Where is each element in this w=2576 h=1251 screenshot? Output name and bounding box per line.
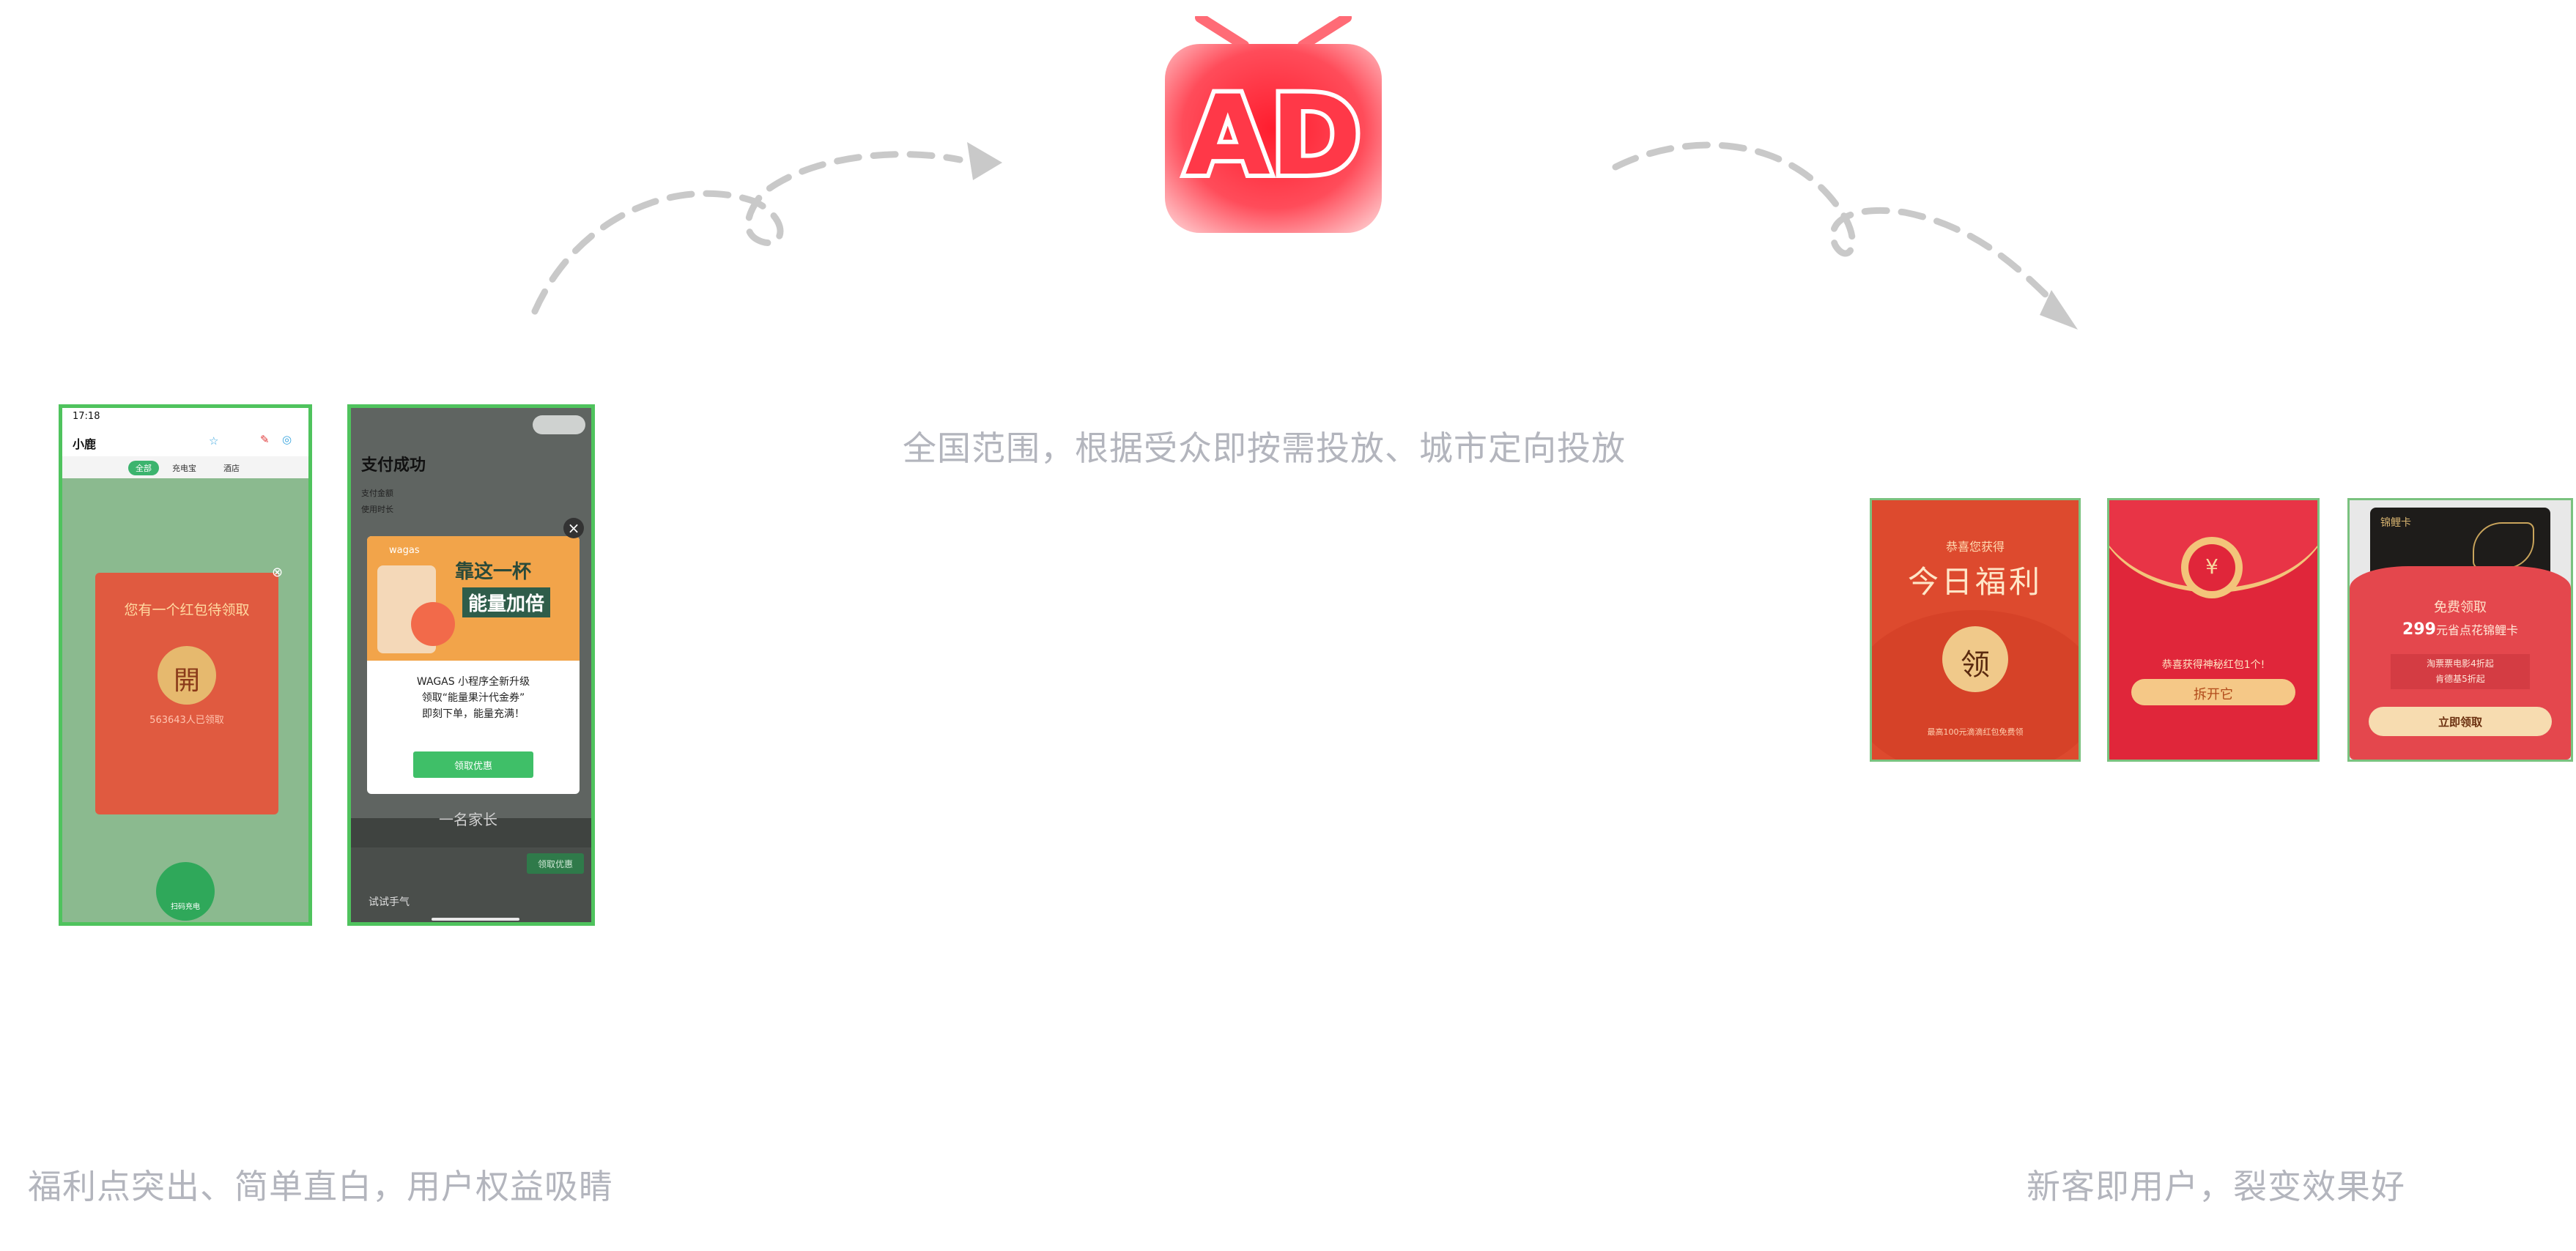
card3-benefit2: 肯德基5折起 <box>2435 674 2485 684</box>
ad-popup[interactable]: wagas 靠这一杯 能量加倍 WAGAS 小程序全新升级 领取“能量果汁代金券… <box>367 536 580 794</box>
red-packet-popup[interactable]: 您有一个红包待领取 開 563643人已领取 <box>95 573 278 814</box>
card3-amount-suffix: 元省点花锦鲤卡 <box>2435 623 2518 637</box>
card1-footer: 最高100元滴滴红包免费领 <box>1927 727 2024 737</box>
bottom-offer-label: 领取优惠 <box>537 859 573 869</box>
card3-benefit1: 淘票票电影4折起 <box>2427 658 2494 669</box>
payment-row-duration: 使用时长 <box>361 505 393 514</box>
card3-claim-label: 立即领取 <box>2438 716 2482 729</box>
caption-bottom-left: 福利点突出、简单直白，用户权益吸睛 <box>28 1167 613 1206</box>
app-title: 小鹿 <box>73 437 97 451</box>
banner-line1: 靠这一杯 <box>455 561 532 583</box>
red-packet-card-mystery[interactable]: ¥ 恭喜获得神秘红包1个! 拆开它 <box>2107 498 2320 762</box>
home-indicator <box>432 918 519 921</box>
try-luck-label[interactable]: 试试手气 <box>369 897 410 908</box>
card2-seal-icon: ¥ <box>2181 537 2243 598</box>
status-time: 17:18 <box>73 411 100 422</box>
category-tabs: 全部 充电宝 酒店 <box>62 456 308 478</box>
card2-message: 恭喜获得神秘红包1个! <box>2161 659 2265 671</box>
claim-offer-button[interactable]: 领取优惠 <box>413 751 533 778</box>
ad-message-line3: 即刻下单，能量充满！ <box>422 708 525 720</box>
ad-logo-text: AD <box>1185 73 1362 200</box>
tab-hotel[interactable]: 酒店 <box>223 464 240 473</box>
target-icon[interactable]: ◎ <box>282 433 292 446</box>
right-dashed-arrow-path <box>1612 141 2062 311</box>
right-arrow-head-icon <box>2040 290 2078 330</box>
banner-line2: 能量加倍 <box>462 587 551 617</box>
tab-all[interactable]: 全部 <box>128 461 159 475</box>
bottom-parent-label: 一名家长 <box>439 811 497 828</box>
koi-fish-icon <box>2473 522 2534 569</box>
ad-close-glyph: × <box>567 519 580 537</box>
koi-card-label: 锦鲤卡 <box>2380 517 2411 529</box>
scan-charge-button[interactable]: 扫码充电 <box>156 862 215 921</box>
ad-brand: wagas <box>389 545 420 556</box>
claim-offer-label: 领取优惠 <box>454 761 492 772</box>
left-dashed-arrow-path <box>531 151 963 315</box>
scan-label: 扫码充电 <box>171 903 200 911</box>
card1-coin-char: 领 <box>1961 648 1990 682</box>
card2-open-button[interactable]: 拆开它 <box>2131 679 2295 705</box>
caption-top: 全国范围，根据受众即按需投放、城市定向投放 <box>903 428 1626 468</box>
capsule-menu[interactable] <box>533 415 585 434</box>
ad-message-line2: 领取“能量果汁代金券” <box>421 692 525 704</box>
caption-bottom-right: 新客即用户，裂变效果好 <box>2027 1167 2405 1206</box>
open-coin-char: 開 <box>173 666 200 696</box>
ad-message-line1: WAGAS 小程序全新升级 <box>416 676 530 688</box>
bottom-offer-button[interactable]: 领取优惠 <box>527 853 584 874</box>
ad-banner[interactable]: wagas 靠这一杯 能量加倍 <box>367 536 580 661</box>
card3-benefit-box: 淘票票电影4折起 肯德基5折起 <box>2391 654 2530 689</box>
card2-open-label: 拆开它 <box>2194 687 2233 702</box>
card3-amount: 299 <box>2402 620 2436 639</box>
status-bar: 17:18 <box>62 408 308 427</box>
ad-logo-icon: AD <box>1165 16 1382 233</box>
left-arrow-head-icon <box>967 142 1002 180</box>
card3-title: 免费领取 <box>2434 600 2487 615</box>
card1-coin-button[interactable]: 领 <box>1942 626 2008 692</box>
star-icon[interactable]: ☆ <box>209 434 219 448</box>
tab-power-bank[interactable]: 充电宝 <box>172 464 196 473</box>
open-coin-button[interactable]: 開 <box>158 646 216 705</box>
red-packet-card-koi[interactable]: 锦鲤卡 免费领取 299元省点花锦鲤卡 淘票票电影4折起 肯德基5折起 立即领取 <box>2347 498 2573 762</box>
popup-title: 您有一个红包待领取 <box>124 602 250 618</box>
red-packet-card-daily-welfare[interactable]: 恭喜您获得 今日福利 领 最高100元滴滴红包免费领 <box>1870 498 2081 762</box>
card1-title: 今日福利 <box>1907 564 2043 600</box>
card3-claim-button[interactable]: 立即领取 <box>2369 707 2552 736</box>
payment-status-title: 支付成功 <box>361 456 426 475</box>
pin-icon[interactable]: ✎ <box>260 433 270 446</box>
ad-close-icon[interactable]: × <box>563 518 584 538</box>
app-header: 小鹿 ☆ ✎ ◎ <box>62 427 308 456</box>
popup-close-icon[interactable]: ⊗ <box>272 565 284 580</box>
grapefruit-icon <box>411 602 455 646</box>
card1-line1: 恭喜您获得 <box>1945 540 2005 554</box>
card3-amount-line: 299元省点花锦鲤卡 <box>2350 620 2571 639</box>
phone-screenshot-payment-ad: 支付成功 支付金额 使用时长 wagas 靠这一杯 能量加倍 WAGAS 小程序… <box>347 404 595 926</box>
payment-row-amount: 支付金额 <box>361 489 393 498</box>
phone-screenshot-map-redpacket: 17:18 小鹿 ☆ ✎ ◎ 全部 充电宝 酒店 您有一个红包待领取 開 563… <box>59 404 312 926</box>
claimed-count: 563643人已领取 <box>149 715 224 726</box>
